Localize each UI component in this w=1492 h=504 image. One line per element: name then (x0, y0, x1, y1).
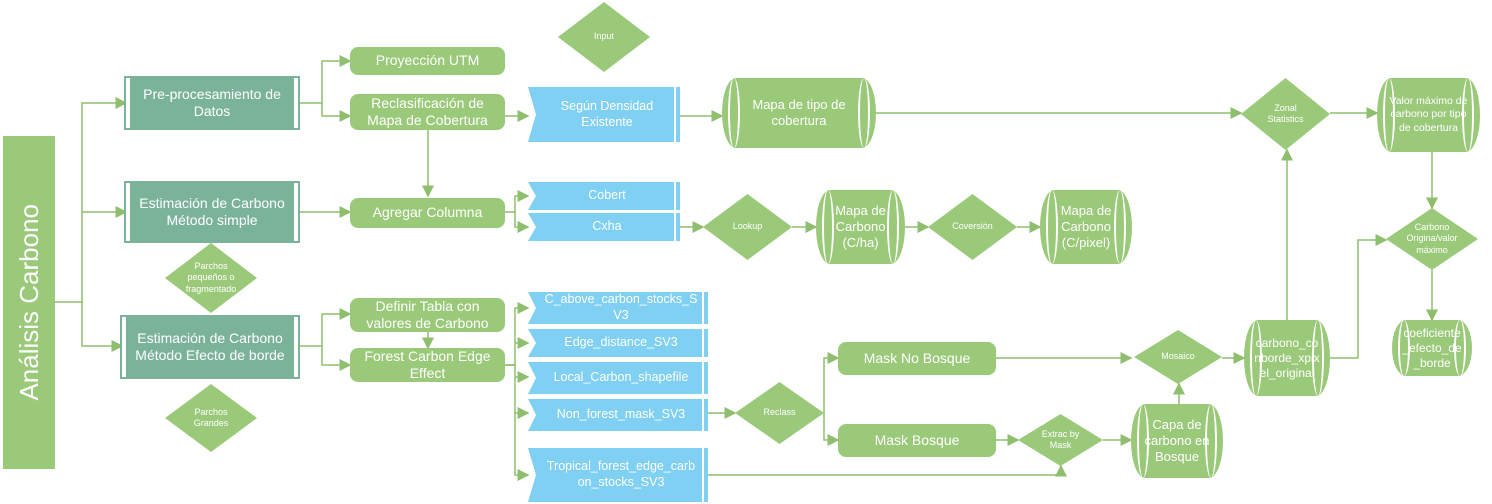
task-mask-forest[interactable]: Mask Bosque (838, 424, 996, 457)
decision-mosaic-label: Mosaico (1161, 351, 1195, 362)
decision-small-patches-label: Parchos pequeños o fragmentado (185, 261, 237, 294)
task-reclass-map[interactable]: Reclasificación de Mapa de Cobertura (350, 94, 505, 130)
task-utm-label: Proyección UTM (375, 52, 480, 69)
decision-ratio-label: Carbono Origina/valor máximo (1406, 222, 1458, 255)
decision-zonal-label: Zonal Statistics (1267, 102, 1304, 124)
decision-reclass-label: Reclass (763, 407, 796, 418)
task-add-column[interactable]: Agregar Columna (350, 198, 505, 228)
data-density-label: Según Densidad Existente (560, 98, 654, 129)
dataset-cover-map-label: Mapa de tipo de cobertura (752, 96, 846, 128)
data-edge-distance[interactable]: Edge_distance_SV3 (528, 329, 708, 357)
dataset-forest-layer-label: Capa de carbono en Bosque (1144, 416, 1210, 465)
data-c-above[interactable]: C_above_carbon_stocks_SV3 (528, 292, 708, 324)
data-cxha[interactable]: Cxha (528, 213, 680, 241)
dataset-carbon-ha-label: Mapa de Carbono (C/ha) (835, 202, 886, 251)
decision-lookup-label: Lookup (732, 221, 763, 232)
task-utm-projection[interactable]: Proyección UTM (350, 47, 505, 75)
task-define-table[interactable]: Definir Tabla con valores de Carbono (350, 298, 505, 332)
data-tropical-label: Tropical_forest_edge_carbon_stocks_SV3 (546, 459, 696, 489)
task-fcee-label: Forest Carbon Edge Effect (364, 347, 491, 382)
task-forest-carbon-edge-effect[interactable]: Forest Carbon Edge Effect (350, 348, 505, 382)
step-edge-method[interactable]: Estimación de Carbono Método Efecto de b… (120, 315, 300, 379)
task-define-table-label: Definir Tabla con valores de Carbono (366, 297, 489, 332)
data-edge-distance-label: Edge_distance_SV3 (564, 335, 678, 350)
data-cxha-label: Cxha (592, 219, 622, 234)
data-non-forest-mask[interactable]: Non_forest_mask_SV3 (528, 399, 708, 431)
dataset-cover-map[interactable]: Mapa de tipo de cobertura (722, 78, 876, 148)
main-title: Análisis Carbono (13, 204, 44, 401)
dataset-carbon-ha[interactable]: Mapa de Carbono (C/ha) (816, 190, 905, 264)
data-local-carbon-label: Local_Carbon_shapefile (553, 370, 689, 385)
data-non-forest-label: Non_forest_mask_SV3 (556, 407, 686, 422)
dataset-carbono-original[interactable]: carbono_conborde_xpixel_original (1244, 320, 1330, 396)
dataset-coefficient-label: coeficiente_efecto_de_borde (1402, 325, 1462, 370)
task-mask-no-forest[interactable]: Mask No Bosque (838, 342, 996, 375)
data-cobert-label: Cobert (588, 188, 626, 203)
data-local-carbon[interactable]: Local_Carbon_shapefile (528, 362, 708, 394)
task-mask-forest-label: Mask Bosque (874, 431, 960, 448)
step-simple-label: Estimación de Carbono Método simple (139, 194, 285, 229)
step-edge-label: Estimación de Carbono Método Efecto de b… (135, 329, 285, 364)
decision-large-patches-label: Parchos Grandes (193, 406, 229, 428)
dataset-coefficient[interactable]: coeficiente_efecto_de_borde (1392, 320, 1472, 376)
dataset-carbon-pixel-label: Mapa de Carbono (C/pixel) (1060, 202, 1112, 251)
decision-conversion-label: Coversión (952, 221, 993, 232)
main-analysis-box: Análisis Carbono (3, 136, 55, 469)
dataset-forest-layer[interactable]: Capa de carbono en Bosque (1131, 404, 1223, 478)
task-add-column-label: Agregar Columna (372, 204, 483, 221)
dataset-carbon-pixel[interactable]: Mapa de Carbono (C/pixel) (1040, 190, 1132, 264)
data-c-above-label: C_above_carbon_stocks_SV3 (544, 292, 698, 322)
dataset-carbono-original-label: carbono_conborde_xpixel_original (1254, 335, 1320, 380)
decision-extract-label: Extrac by Mask (1041, 428, 1080, 450)
task-reclass-map-label: Reclasificación de Mapa de Cobertura (367, 94, 488, 129)
task-mask-no-forest-label: Mask No Bosque (863, 349, 971, 366)
step-preprocessing-label: Pre-procesamiento de Datos (143, 85, 281, 120)
data-density[interactable]: Según Densidad Existente (528, 87, 680, 142)
dataset-max-carbon-label: Valor máximo de carbono por tipo de cobe… (1389, 95, 1468, 134)
step-preprocessing[interactable]: Pre-procesamiento de Datos (124, 76, 300, 130)
data-cobert[interactable]: Cobert (528, 182, 680, 210)
data-tropical-edge[interactable]: Tropical_forest_edge_carbon_stocks_SV3 (528, 448, 708, 502)
decision-input-label: Input (593, 31, 615, 42)
dataset-max-carbon[interactable]: Valor máximo de carbono por tipo de cobe… (1377, 78, 1480, 152)
step-simple-method[interactable]: Estimación de Carbono Método simple (124, 181, 300, 243)
